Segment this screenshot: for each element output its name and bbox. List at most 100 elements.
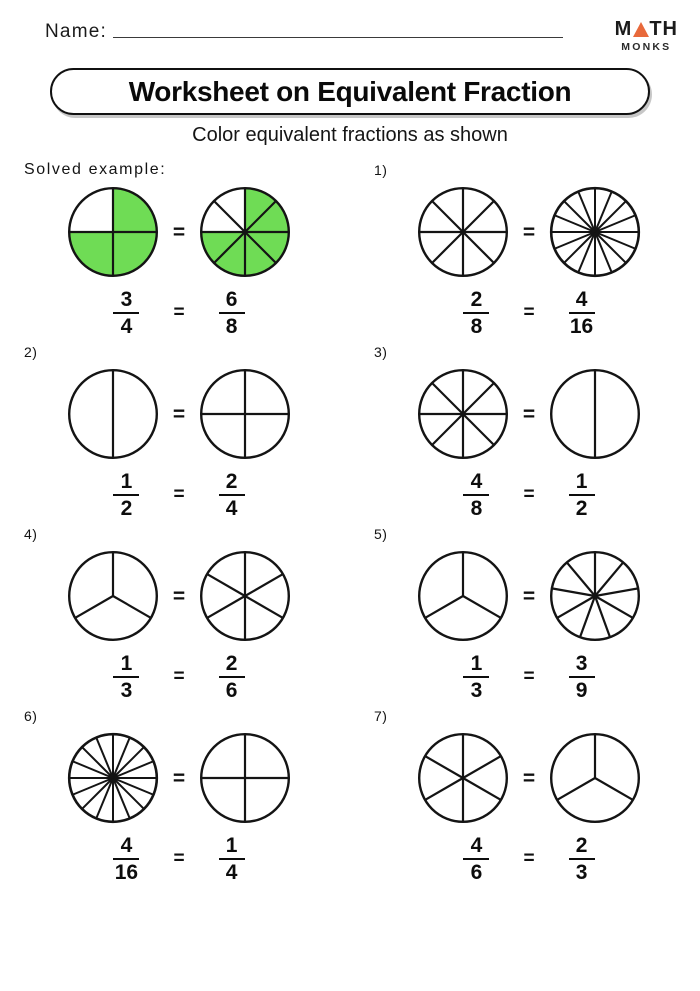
sector-divider: [594, 214, 636, 233]
sector-divider: [431, 413, 464, 446]
fraction-circle[interactable]: [417, 550, 509, 642]
sector-divider: [594, 231, 613, 273]
fraction-bar: [113, 494, 140, 496]
denominator: 8: [470, 315, 483, 338]
equals-sign-fractions: =: [173, 848, 185, 869]
fraction-bar: [568, 858, 595, 860]
problem-label: 4): [24, 526, 38, 542]
numerator: 2: [225, 652, 238, 675]
shaded-sector[interactable]: [201, 232, 246, 263]
denominator: 3: [575, 861, 588, 884]
problem-label: Solved example:: [24, 161, 167, 178]
fraction-circle[interactable]: [549, 368, 641, 460]
equals-sign-fractions: =: [523, 302, 535, 323]
denominator: 4: [225, 497, 238, 520]
fraction-circle[interactable]: [417, 368, 509, 460]
sector-divider: [594, 191, 613, 233]
sector-divider: [462, 595, 502, 619]
denominator: 16: [569, 315, 594, 338]
numerator: 1: [575, 470, 588, 493]
problem-label: 6): [24, 708, 38, 724]
fraction-bar: [218, 858, 245, 860]
sector-divider: [462, 231, 495, 264]
sector-divider: [594, 561, 625, 597]
fraction-bar: [568, 676, 595, 678]
fraction-circle[interactable]: [67, 732, 159, 824]
sector-divider: [554, 214, 596, 233]
fraction-circle[interactable]: [199, 186, 291, 278]
sector-divider: [563, 200, 596, 233]
fraction-circle[interactable]: [549, 550, 641, 642]
sector-divider: [563, 231, 596, 264]
sector-divider: [244, 231, 277, 264]
numerator: 2: [470, 288, 483, 311]
shaded-sector[interactable]: [245, 232, 277, 276]
sector-divider: [594, 777, 634, 801]
sector-divider: [424, 595, 464, 619]
denominator: 6: [470, 861, 483, 884]
shaded-sector[interactable]: [245, 188, 277, 232]
circles-row: =: [350, 362, 700, 466]
circles-row: =: [350, 180, 700, 284]
shaded-sector[interactable]: [112, 232, 157, 276]
sector-divider: [112, 777, 145, 810]
denominator: 16: [114, 861, 139, 884]
fraction-circle[interactable]: [417, 732, 509, 824]
circles-row: =: [0, 362, 350, 466]
equals-sign-circles: =: [172, 584, 186, 608]
shaded-sector[interactable]: [214, 232, 246, 276]
fraction-circle[interactable]: [417, 186, 509, 278]
fraction-circle[interactable]: [549, 186, 641, 278]
problem-label: 1): [374, 162, 388, 178]
sector-divider: [556, 777, 596, 801]
fraction-circle[interactable]: [549, 732, 641, 824]
shaded-sector[interactable]: [245, 232, 289, 263]
numerator: 6: [225, 288, 238, 311]
sector-divider: [72, 760, 114, 779]
sector-divider: [95, 737, 114, 779]
fraction-bar: [218, 312, 245, 314]
logo-subtext: MONKS: [621, 41, 672, 53]
name-input-line[interactable]: [112, 37, 563, 38]
fraction-circle[interactable]: [199, 368, 291, 460]
fraction-circle[interactable]: [67, 186, 159, 278]
shaded-sector[interactable]: [69, 232, 113, 276]
sector-divider: [244, 595, 284, 619]
shaded-sector[interactable]: [245, 201, 289, 232]
fraction-circle[interactable]: [199, 732, 291, 824]
fraction-bar: [218, 494, 245, 496]
fraction-bar: [113, 858, 140, 860]
fraction-bar: [568, 312, 595, 314]
sector-divider: [112, 760, 154, 779]
fraction-bar: [463, 858, 490, 860]
equals-sign-circles: =: [522, 766, 536, 790]
name-label: Name:: [45, 21, 107, 42]
circles-row: =: [0, 544, 350, 648]
equals-sign-circles: =: [522, 220, 536, 244]
problem-label: 7): [374, 708, 388, 724]
fraction-circle[interactable]: [67, 550, 159, 642]
fraction-circle[interactable]: [199, 550, 291, 642]
sector-divider: [462, 382, 495, 415]
numerator: 1: [120, 470, 133, 493]
equals-sign-fractions: =: [173, 302, 185, 323]
title-banner: Worksheet on Equivalent Fraction: [50, 68, 650, 115]
fraction-bar: [463, 494, 490, 496]
shaded-sector[interactable]: [112, 188, 157, 232]
fraction-circle[interactable]: [67, 368, 159, 460]
sector-divider: [594, 200, 627, 233]
